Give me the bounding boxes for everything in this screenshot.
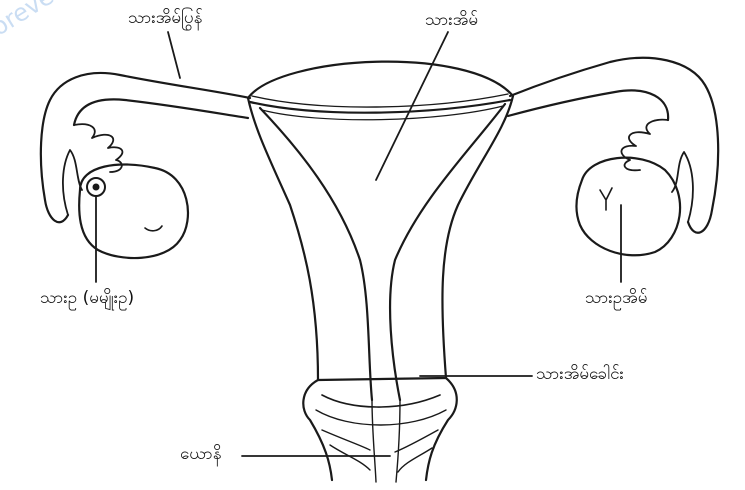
leader-fallopian-tube: [168, 32, 180, 78]
label-ovary: သားဥအိမ်: [585, 290, 648, 307]
label-cervix: သားအိမ်ခေါင်း: [536, 366, 624, 383]
fallopian-tube-left: [41, 73, 250, 222]
label-vagina: ယောနိ: [180, 446, 222, 463]
label-egg: သားဥ (မမျိုးဥ): [40, 290, 134, 307]
leader-uterus: [376, 32, 448, 180]
label-uterus: သားအိမ်: [425, 12, 478, 29]
vagina-folds: [322, 430, 438, 472]
fallopian-tube-right: [508, 58, 718, 233]
cervix-outline: [303, 378, 456, 480]
label-fallopian-tube: သားအိမ်ပြွန်: [128, 10, 202, 27]
uterine-cavity: [260, 104, 505, 400]
ovary-right: [576, 158, 680, 256]
